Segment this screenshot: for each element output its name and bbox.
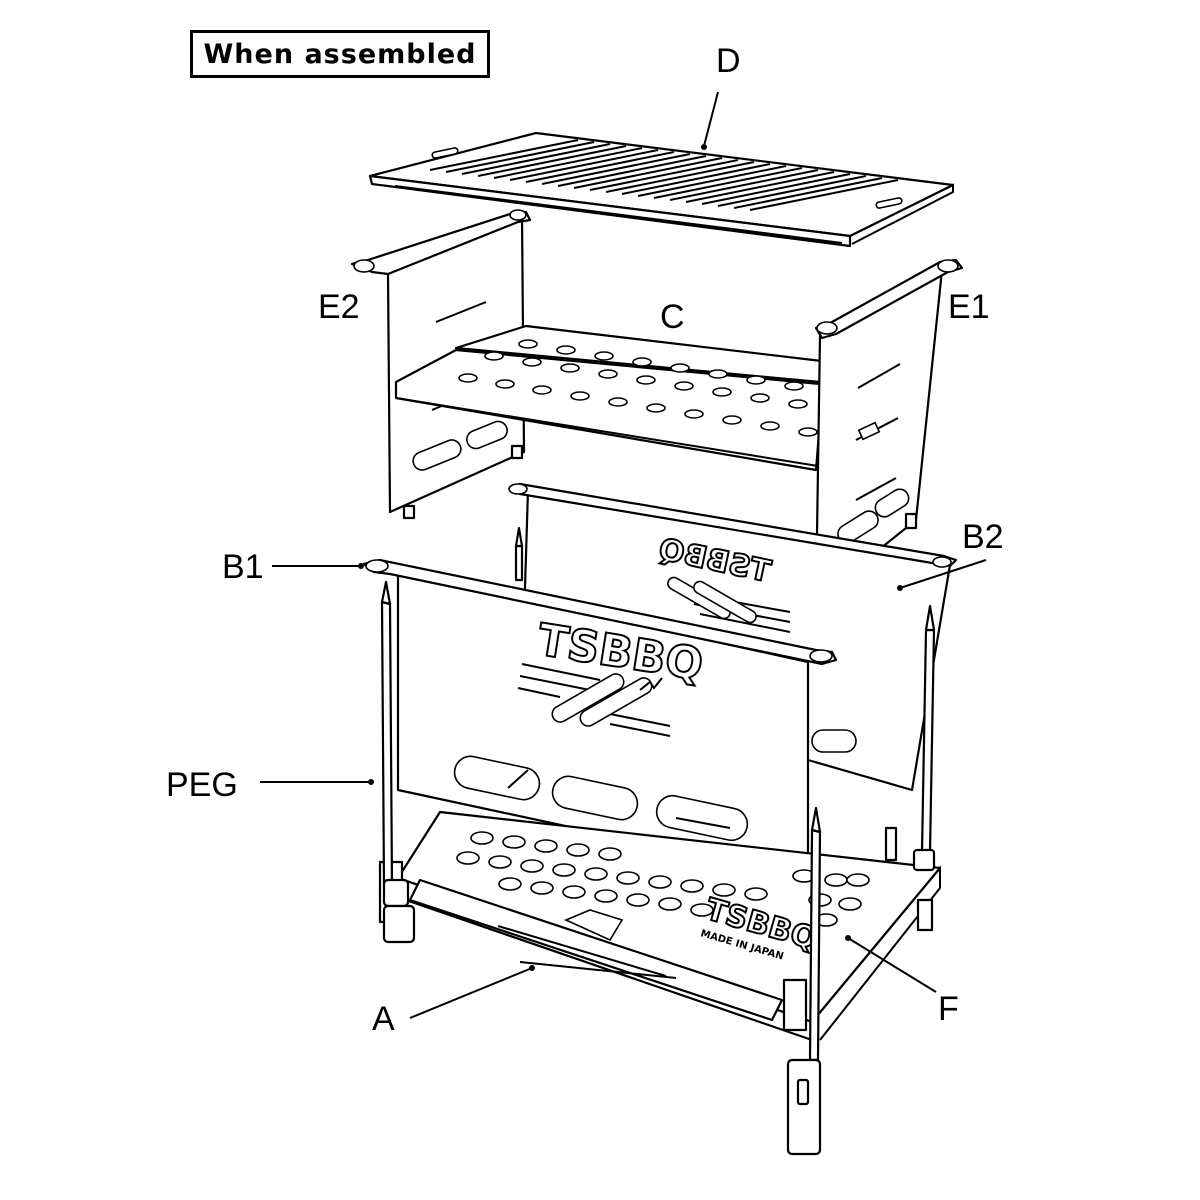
peg-front-left	[380, 580, 416, 944]
base-holes	[456, 831, 870, 927]
leader-b2	[899, 559, 987, 589]
tray-holes	[458, 339, 818, 437]
part-a-base	[378, 810, 942, 1042]
part-b1-front-panel: TSBBQ	[362, 558, 838, 880]
leader-a	[409, 967, 533, 1019]
label-e1: E1	[948, 288, 990, 326]
leader-f	[847, 937, 937, 993]
diagram-title: When assembled	[190, 30, 490, 78]
peg-back-right	[912, 604, 936, 872]
label-b2: B2	[962, 518, 1004, 556]
callouts: D E2 C E1 B1 B2 PEG A F	[166, 42, 1004, 1038]
label-c: C	[660, 298, 685, 336]
logo-front: TSBBQ	[534, 614, 706, 690]
leader-d	[703, 91, 719, 147]
label-e2: E2	[318, 288, 360, 326]
pegs	[380, 526, 936, 1156]
grate-slots	[429, 139, 899, 211]
part-e1-side-panel	[814, 258, 964, 604]
label-peg: PEG	[166, 766, 238, 804]
peg-front-right	[786, 806, 822, 1156]
label-d: D	[716, 42, 741, 80]
part-d-grill-grate	[368, 131, 955, 248]
label-b1: B1	[222, 548, 264, 586]
peg-back-left	[514, 526, 524, 582]
label-f: F	[938, 990, 959, 1028]
label-a: A	[372, 1000, 395, 1038]
